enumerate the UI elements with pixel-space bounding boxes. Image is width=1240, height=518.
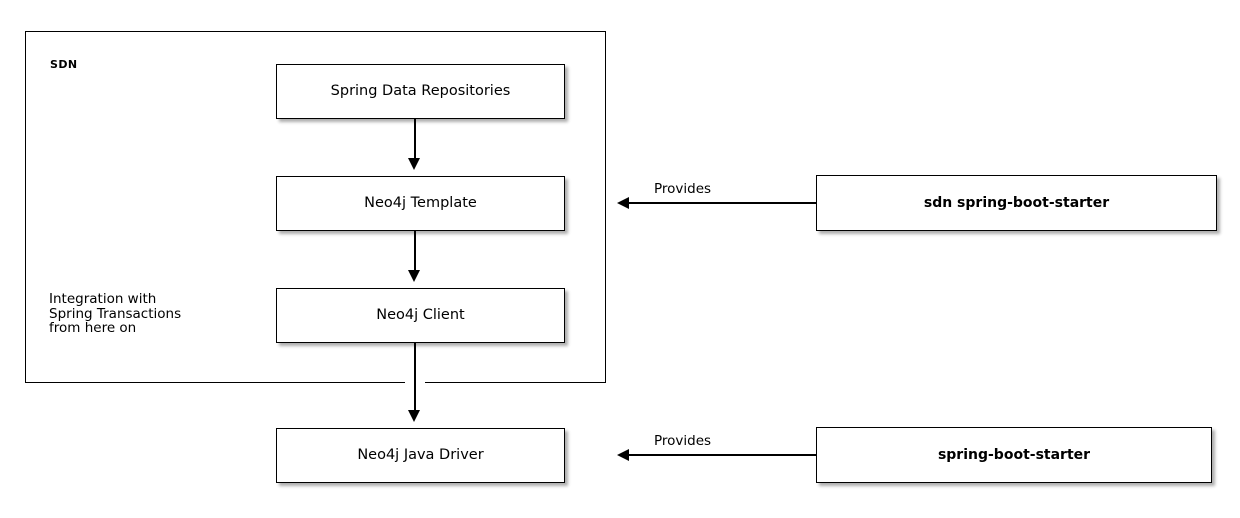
- group-label-sdn: SDN: [50, 58, 78, 71]
- node-sdn-spring-boot-starter[interactable]: sdn spring-boot-starter: [816, 175, 1217, 231]
- arrowhead-sdn-starter-provides: [617, 197, 629, 209]
- connector-template-to-client: [414, 231, 416, 271]
- connector-sdn-starter-provides: [629, 202, 817, 204]
- arrowhead-client-to-driver: [408, 410, 420, 422]
- group-container-sdn: [25, 31, 606, 383]
- edge-label-provides-upper: Provides: [654, 181, 712, 197]
- connector-repos-to-template: [414, 119, 416, 159]
- connector-boot-starter-provides: [629, 454, 817, 456]
- node-label-spring-boot-starter: spring-boot-starter: [937, 447, 1091, 463]
- connector-client-to-driver: [414, 343, 416, 411]
- node-label-spring-data-repositories: Spring Data Repositories: [330, 83, 511, 100]
- group-note: Integration with Spring Transactions fro…: [49, 291, 182, 337]
- edge-label-provides-lower: Provides: [654, 433, 712, 449]
- node-label-sdn-spring-boot-starter: sdn spring-boot-starter: [923, 195, 1110, 211]
- node-spring-data-repositories[interactable]: Spring Data Repositories: [276, 64, 565, 119]
- arrowhead-boot-starter-provides: [617, 449, 629, 461]
- node-label-neo4j-template: Neo4j Template: [364, 195, 477, 212]
- node-label-neo4j-client: Neo4j Client: [376, 307, 465, 324]
- arrowhead-template-to-client: [408, 270, 420, 282]
- node-spring-boot-starter[interactable]: spring-boot-starter: [816, 427, 1212, 483]
- node-neo4j-template[interactable]: Neo4j Template: [276, 176, 565, 231]
- arrowhead-repos-to-template: [408, 158, 420, 170]
- node-neo4j-client[interactable]: Neo4j Client: [276, 288, 565, 343]
- node-label-neo4j-java-driver: Neo4j Java Driver: [357, 447, 484, 464]
- node-neo4j-java-driver[interactable]: Neo4j Java Driver: [276, 428, 565, 483]
